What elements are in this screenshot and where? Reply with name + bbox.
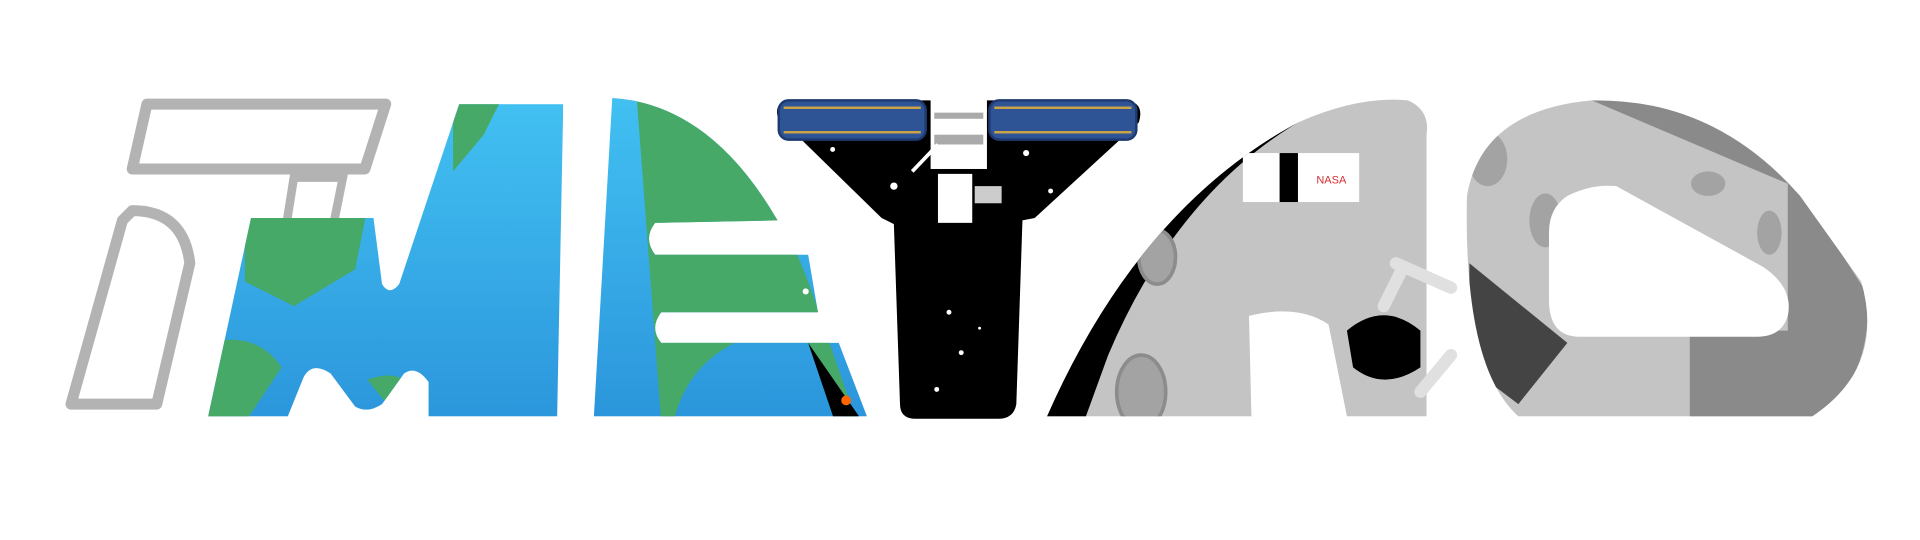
robot-arm: [1377, 257, 1458, 398]
solar-panel-right: [988, 99, 1138, 141]
orange-dot: [841, 395, 852, 406]
satellite-body: [910, 97, 1002, 223]
o-hole: [1548, 185, 1789, 337]
letter-t: [776, 97, 1141, 419]
nasa-module: [1242, 153, 1360, 203]
letter-o: [1466, 100, 1868, 417]
robot-claw: [1346, 315, 1421, 380]
nasa-text: NASA: [1316, 175, 1347, 187]
solar-panel-left: [777, 99, 927, 141]
letter-i: [65, 98, 392, 410]
